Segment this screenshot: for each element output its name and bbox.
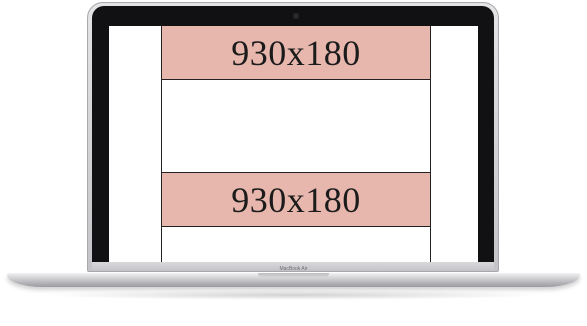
camera-icon: [293, 13, 299, 19]
lid-opening-notch: [258, 273, 329, 278]
laptop-shadow: [40, 290, 547, 300]
laptop-screen: 930x180 930x180: [109, 26, 478, 262]
ad-banner-top[interactable]: 930x180: [162, 26, 430, 80]
brand-label: MacBook Air: [0, 266, 587, 272]
banner-size-label: 930x180: [231, 32, 361, 74]
content-column: 930x180 930x180: [161, 26, 431, 262]
banner-size-label: 930x180: [231, 179, 361, 221]
ad-banner-middle[interactable]: 930x180: [162, 172, 430, 227]
